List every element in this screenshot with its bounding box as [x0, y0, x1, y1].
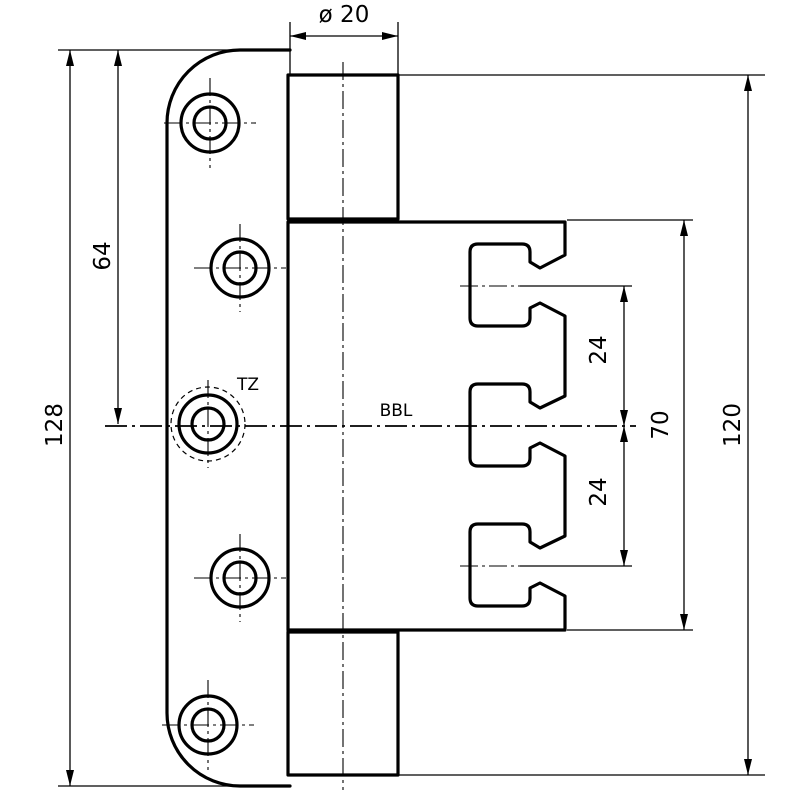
dim-120-label: 120 — [720, 403, 746, 447]
dim-24-lower-label: 24 — [586, 477, 612, 506]
screw-2 — [194, 224, 286, 312]
dim-70-label: 70 — [648, 410, 674, 439]
tz-label: TZ — [236, 375, 259, 395]
dim-diameter-label: ø 20 — [319, 2, 370, 28]
dim-64-label: 64 — [90, 241, 116, 270]
dim-24-upper-label: 24 — [586, 335, 612, 364]
dim-128-label: 128 — [42, 403, 68, 447]
screw-5 — [162, 680, 254, 770]
extension-lines — [58, 22, 765, 787]
bbl-label: BBL — [380, 401, 413, 421]
dimension-lines — [66, 32, 752, 786]
dimension-text: ø 20 128 64 120 70 24 24 — [42, 2, 746, 507]
screw-1 — [164, 78, 256, 168]
screw-3-centre — [170, 380, 246, 468]
left-leaf-plate — [165, 48, 292, 788]
screw-4 — [194, 534, 286, 622]
centre-bracket — [286, 220, 567, 632]
